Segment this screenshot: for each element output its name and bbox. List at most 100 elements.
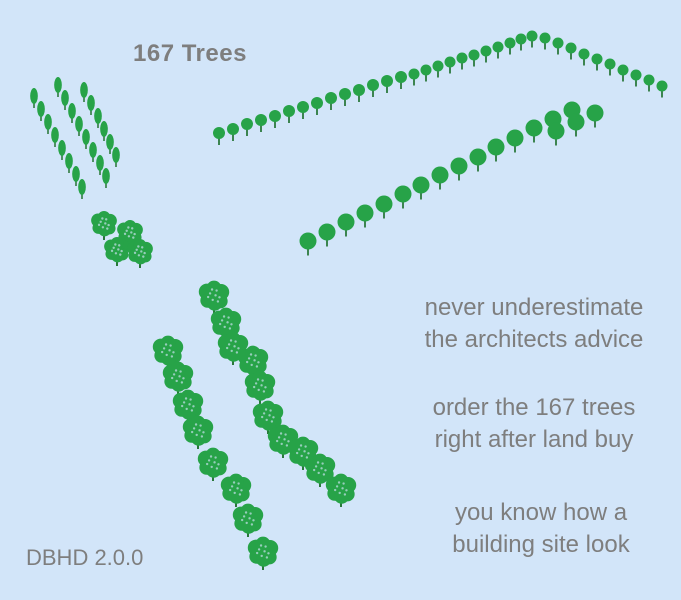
tree-canopy-texture [254, 354, 257, 357]
tree-canopy [213, 127, 225, 139]
tree-canopy [515, 33, 527, 45]
tree-canopy [552, 37, 564, 49]
tree [78, 179, 86, 199]
tree-canopy-texture [133, 251, 137, 255]
tree-canopy [318, 223, 336, 241]
tree-canopy-texture [279, 432, 283, 435]
tree [283, 105, 295, 123]
tree-canopy-texture [255, 365, 259, 368]
tree-canopy-texture [321, 462, 324, 465]
tree-canopy [525, 119, 543, 137]
advice-building-site-line1: you know how a [454, 499, 628, 526]
tree-canopy [75, 116, 83, 132]
tree-canopy-texture [248, 517, 251, 520]
tree-canopy [78, 179, 86, 195]
tree-canopy-texture [180, 381, 184, 384]
advice-building-site: you know how a building site look [414, 497, 668, 561]
tree-canopy [255, 536, 271, 552]
tree-canopy [367, 79, 379, 91]
tree-canopy-texture [267, 552, 270, 555]
tree-canopy-texture [343, 493, 347, 496]
tree-group-chevron-top-right-left-arm [408, 30, 538, 86]
tree [182, 415, 214, 449]
tree-canopy-texture [240, 489, 243, 492]
tree [127, 239, 153, 268]
tree-canopy [311, 97, 323, 109]
tree-canopy-texture [272, 416, 275, 419]
tree-group-row-middle-ascending [213, 71, 407, 145]
tree [565, 42, 577, 60]
advice-building-site-line2: building site look [452, 531, 630, 558]
tree-canopy-texture [101, 217, 104, 220]
tree-canopy-texture [114, 252, 118, 255]
tree-canopy-texture [342, 482, 345, 485]
tree [318, 223, 336, 247]
tree-count-label: 167 Trees [133, 40, 247, 67]
tree-canopy-texture [268, 414, 271, 417]
tree-canopy-texture [264, 545, 267, 548]
tree-canopy-texture [99, 220, 102, 223]
tree-canopy-texture [297, 448, 301, 451]
tree-canopy-texture [185, 407, 188, 411]
tree-canopy-texture [264, 386, 267, 389]
tree-canopy-texture [312, 468, 316, 472]
tree-canopy [456, 52, 468, 64]
tree-canopy-texture [227, 343, 231, 346]
tree-canopy-texture [316, 461, 320, 464]
tree [325, 473, 357, 507]
tree [591, 53, 603, 71]
tree-group-chevron-top-right-right-arm [539, 32, 668, 98]
tree-canopy-texture [237, 347, 240, 350]
tree-canopy [492, 41, 504, 53]
tree [450, 157, 468, 181]
tree-canopy-texture [257, 548, 261, 551]
tree-canopy-texture [270, 420, 274, 423]
tree [337, 213, 355, 237]
tree [217, 331, 249, 365]
tree-canopy-texture [275, 439, 279, 443]
tree-canopy-texture [132, 236, 135, 239]
tree-canopy-texture [223, 325, 226, 329]
tree-canopy [110, 237, 124, 250]
tree-canopy-texture [277, 436, 281, 439]
tree-canopy [72, 166, 80, 182]
tree-canopy-texture [305, 456, 309, 459]
tree-canopy [80, 82, 88, 98]
tree-canopy [54, 77, 62, 93]
tree-canopy-texture [164, 343, 168, 346]
tree-canopy [134, 251, 147, 265]
tree-canopy-texture [335, 485, 339, 488]
tree-canopy [394, 185, 412, 203]
tree-canopy-texture [104, 222, 107, 225]
tree-canopy-texture [233, 491, 236, 495]
tree [356, 204, 374, 228]
tree [37, 101, 45, 121]
tree-canopy [226, 346, 242, 362]
tree-canopy-texture [245, 521, 248, 525]
tree [552, 37, 564, 55]
tree-canopy-texture [137, 254, 141, 257]
tree [617, 64, 629, 82]
tree-canopy-texture [256, 378, 260, 381]
tree-canopy [333, 473, 349, 489]
tree-canopy [252, 370, 268, 386]
tree [525, 119, 543, 143]
tree [420, 64, 432, 82]
tree-canopy-texture [180, 404, 184, 408]
tree-canopy-texture [262, 412, 266, 415]
tree-canopy-texture [188, 403, 191, 406]
tree-canopy-texture [333, 488, 337, 492]
tree-canopy-texture [165, 353, 168, 357]
tree-canopy-texture [135, 248, 138, 251]
tree-canopy-texture [217, 463, 220, 466]
tree [80, 82, 88, 102]
tree [367, 79, 379, 97]
tree-canopy-texture [118, 244, 121, 247]
tree-canopy [480, 45, 492, 57]
tree [480, 45, 492, 63]
tree [375, 195, 393, 219]
tree-canopy [96, 155, 104, 171]
tree-canopy-texture [112, 246, 115, 249]
tree [213, 127, 225, 145]
